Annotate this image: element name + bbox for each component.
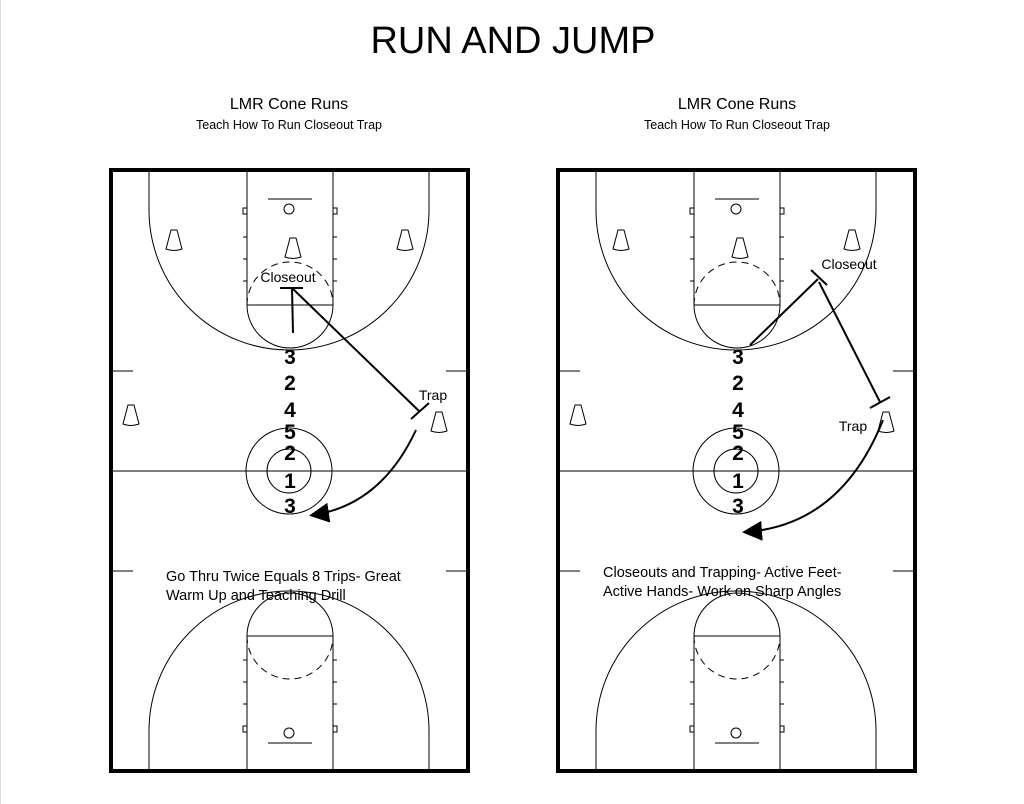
closeout-label: Closeout — [821, 256, 876, 272]
player-sequence-number: 1 — [284, 470, 296, 493]
player-sequence-number: 2 — [732, 372, 744, 395]
diagram-2-caption: Closeouts and Trapping- Active Feet- Act… — [603, 565, 842, 600]
diagram-1-paths — [280, 287, 430, 523]
player-sequence-number: 4 — [732, 399, 744, 422]
player-sequence-number: 2 — [284, 442, 296, 465]
diagram-2-subheading: Teach How To Run Closeout Trap — [644, 118, 830, 132]
player-sequence-number: 3 — [284, 346, 296, 369]
player-sequence-number: 5 — [284, 421, 296, 444]
trap-label: Trap — [419, 387, 447, 403]
diagram-2-heading: LMR Cone Runs — [677, 96, 797, 113]
diagram-2-paths — [742, 269, 891, 541]
player-sequence-number: 5 — [732, 421, 744, 444]
diagram-1-heading: LMR Cone Runs — [229, 96, 349, 113]
diagram-1-caption: Go Thru Twice Equals 8 Trips- Great Warm… — [166, 569, 401, 604]
closeout-label: Closeout — [260, 269, 315, 285]
player-sequence-number: 4 — [284, 399, 296, 422]
diagram-1-subheading: Teach How To Run Closeout Trap — [196, 118, 382, 132]
player-sequence-number: 2 — [732, 442, 744, 465]
trap-label: Trap — [839, 418, 867, 434]
page-title: RUN AND JUMP — [370, 20, 656, 62]
player-sequence-number: 3 — [732, 495, 744, 518]
player-sequence-number: 3 — [284, 495, 296, 518]
player-sequence-number: 1 — [732, 470, 744, 493]
player-sequence-number: 2 — [284, 372, 296, 395]
player-sequence-number: 3 — [732, 346, 744, 369]
